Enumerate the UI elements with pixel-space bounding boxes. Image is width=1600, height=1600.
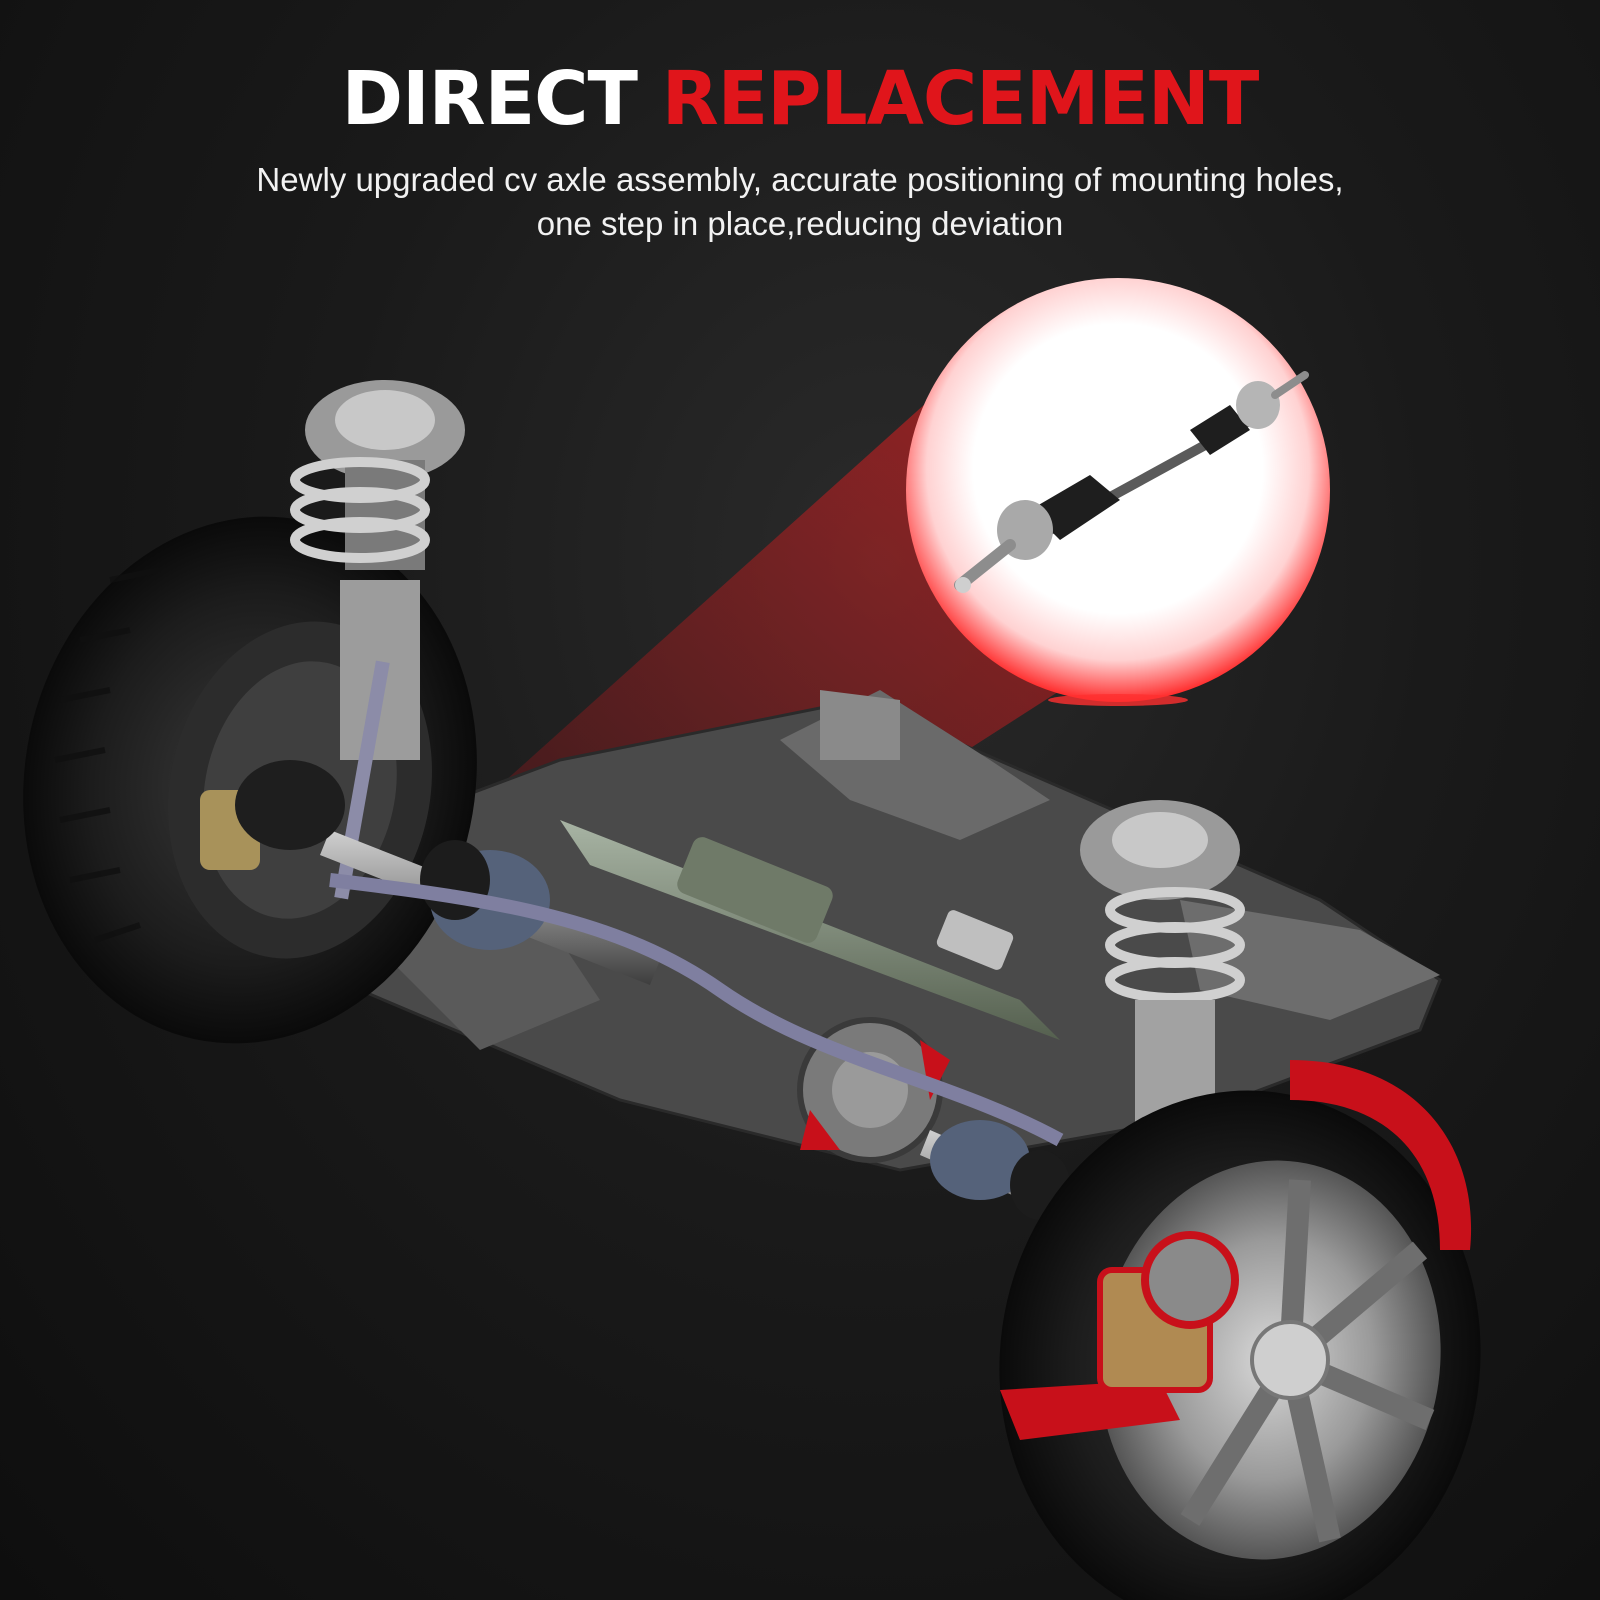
cv-axle-product-image <box>954 371 1309 593</box>
description: Newly upgraded cv axle assembly, accurat… <box>0 158 1600 246</box>
steering-rack <box>560 820 1060 1040</box>
headline-word-replacement: REPLACEMENT <box>661 56 1260 142</box>
product-callout-bubble <box>906 278 1330 706</box>
right-wheel <box>999 1060 1481 1600</box>
description-line-2: one step in place,reducing deviation <box>536 205 1064 242</box>
stabilizer-bar <box>329 873 1064 1147</box>
headline: DIRECT REPLACEMENT <box>0 62 1600 136</box>
headline-word-direct: DIRECT <box>341 56 638 142</box>
description-line-1: Newly upgraded cv axle assembly, accurat… <box>256 161 1344 198</box>
left-strut <box>290 380 465 900</box>
